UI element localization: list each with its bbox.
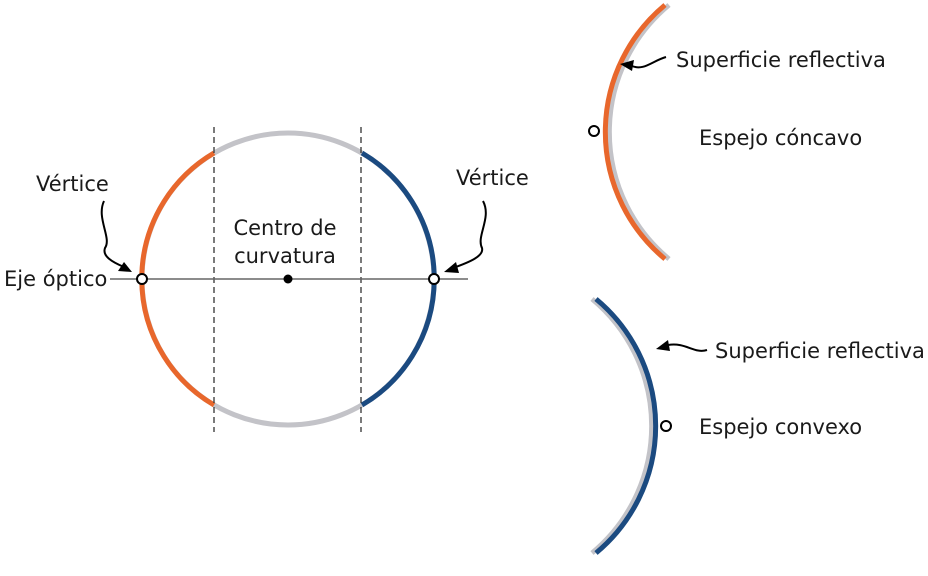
convex-mirror-arc — [594, 297, 659, 555]
center-of-curvature-point — [283, 274, 293, 284]
concave-mirror-arc — [602, 3, 667, 261]
center-label-line2: curvatura — [234, 244, 336, 268]
vertex-right-label: Vértice — [456, 166, 529, 190]
vertex-left-arrow — [100, 200, 125, 268]
convex-mirror-vertex — [660, 420, 672, 432]
convex-mirror-label: Espejo convexo — [699, 415, 862, 439]
convex-reflective-arrowhead — [656, 340, 670, 351]
convex-mirror-gray-edge — [590, 297, 655, 555]
concave-mirror-gray-edge — [606, 3, 671, 261]
center-label-line1: Centro de — [233, 216, 336, 240]
vertex-right-arrowhead — [444, 262, 459, 273]
vertex-left-point — [136, 273, 148, 285]
vertex-left-label: Vértice — [36, 172, 109, 196]
reflective-surface-bottom-label: Superficie reflectiva — [715, 339, 925, 363]
concave-reflective-arrowhead — [620, 60, 634, 71]
vertex-right-arrow — [452, 200, 487, 269]
optical-axis-label: Eje óptico — [4, 267, 107, 291]
convex-reflective-arrow — [667, 343, 708, 352]
reflective-surface-top-label: Superficie reflectiva — [676, 48, 886, 72]
vertex-right-point — [428, 273, 440, 285]
concave-reflective-arrow — [631, 56, 667, 69]
concave-mirror-vertex — [588, 125, 600, 137]
concave-mirror-label: Espejo cóncavo — [699, 126, 862, 150]
vertex-left-arrowhead — [118, 262, 132, 272]
